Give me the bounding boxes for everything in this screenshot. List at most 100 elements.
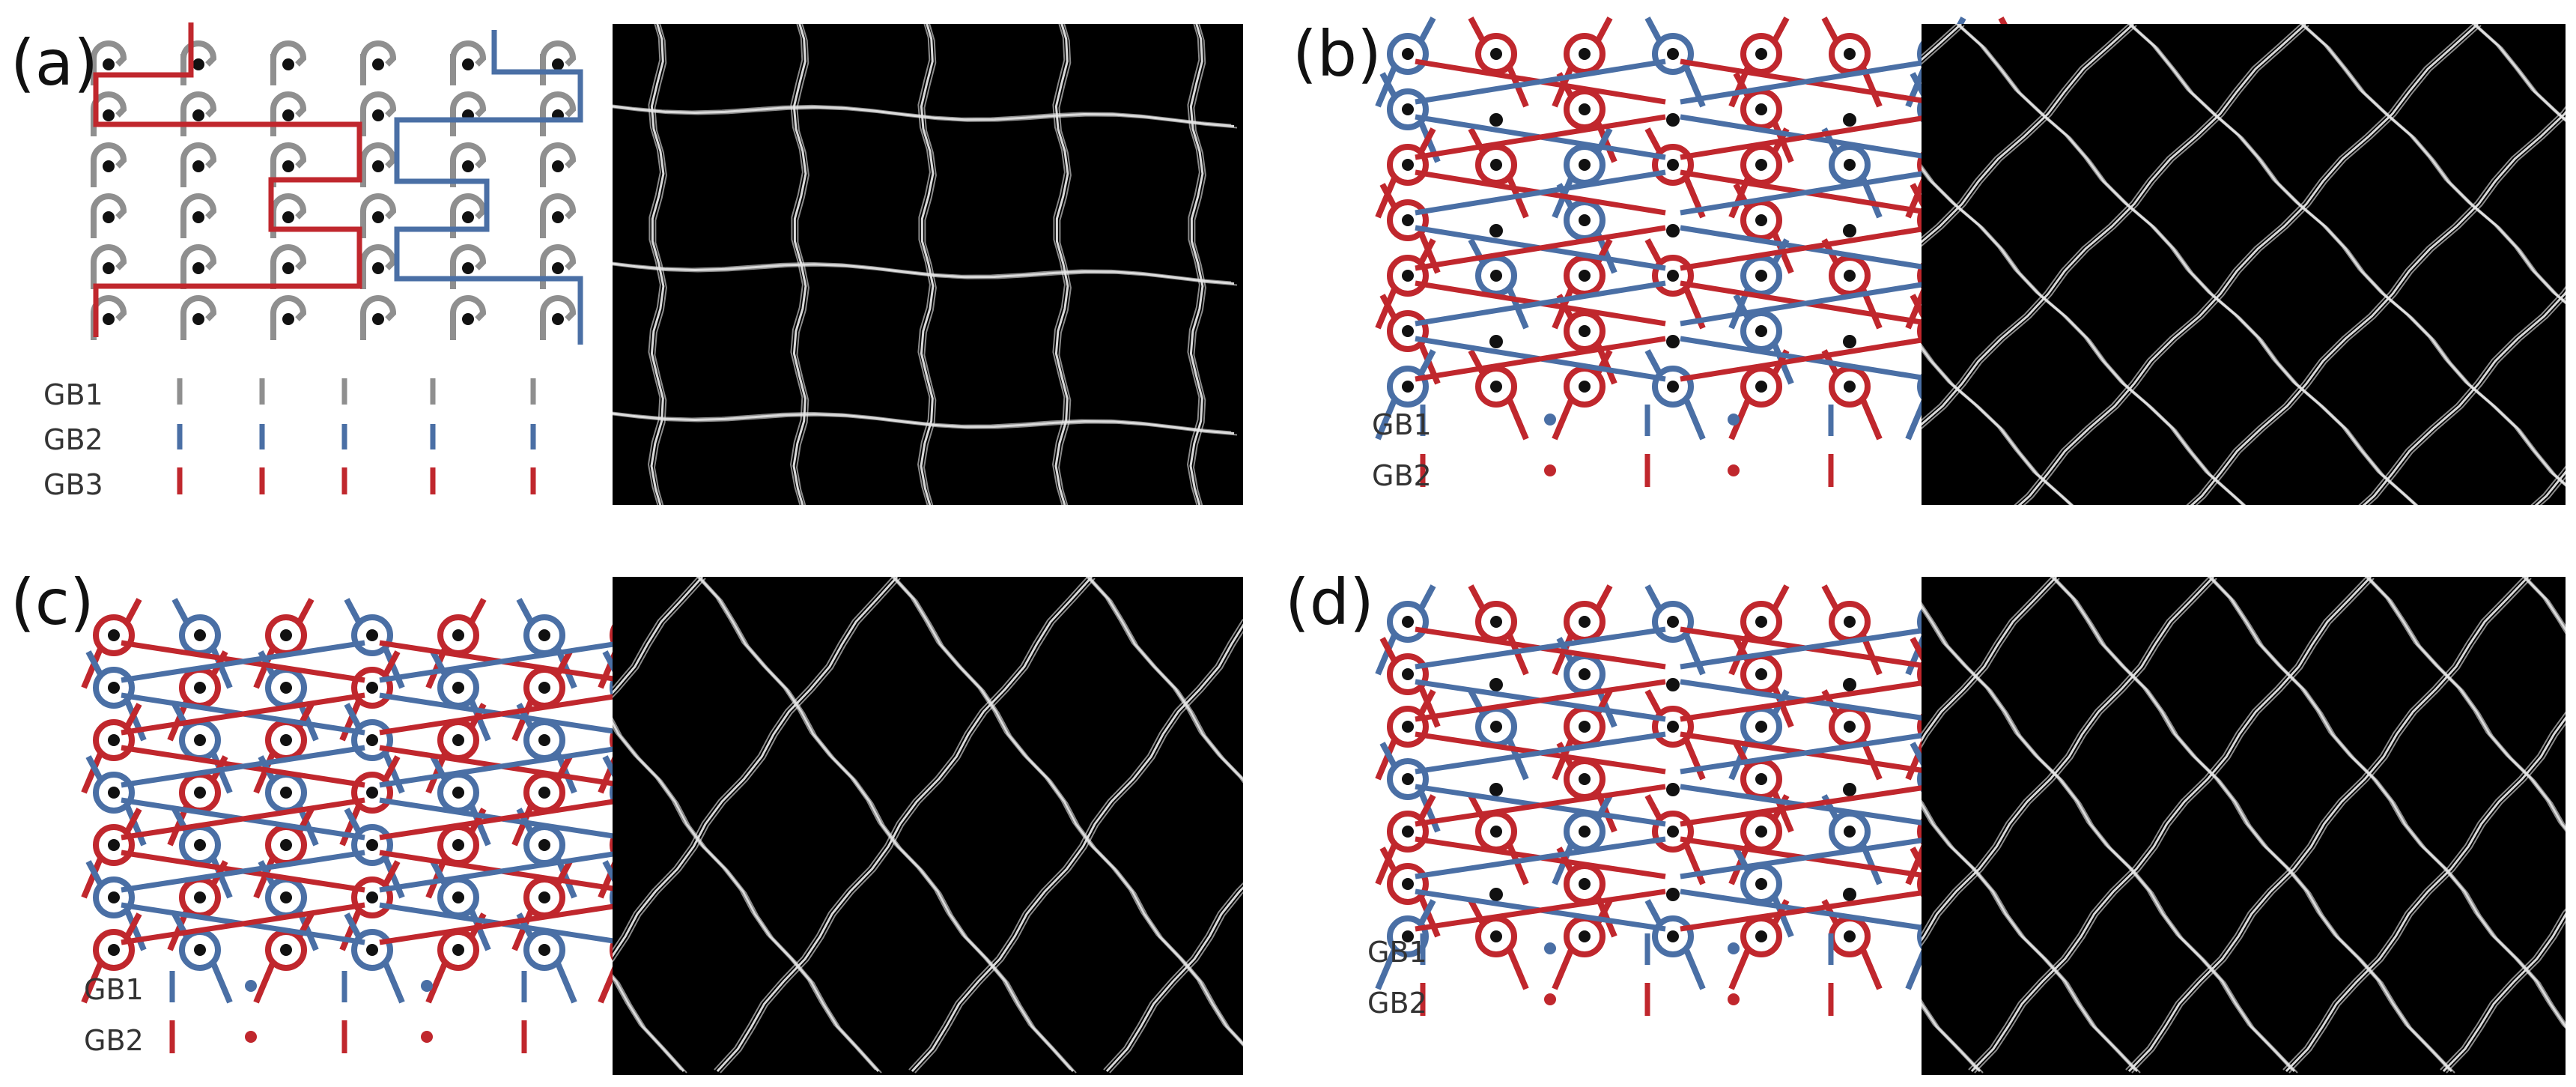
fiber-filament — [2125, 577, 2525, 1071]
yarn-tail — [1728, 634, 1751, 676]
fiber-filament — [696, 577, 1071, 1071]
diagonal-yarn — [379, 797, 624, 841]
fiber-filament — [613, 578, 706, 699]
gb2-legend-dot — [1728, 464, 1740, 476]
red-loop-icon — [1375, 794, 1436, 885]
fiber-filament — [697, 577, 1075, 1073]
diagonal-yarn — [121, 745, 365, 788]
hook-stroke — [180, 295, 217, 340]
diagonal-yarn — [1415, 836, 1666, 879]
panel-b-gb1-label: GB1 — [1372, 408, 1432, 441]
yarn-tail — [344, 703, 362, 728]
diagonal-yarn — [1415, 58, 1666, 105]
yarn-tail — [85, 755, 103, 781]
hook-stroke — [270, 244, 307, 289]
needle-dot — [192, 109, 204, 121]
needle-dot — [282, 58, 294, 70]
fiber-filament — [1922, 578, 2217, 947]
needle-dot — [1402, 270, 1414, 282]
needle-dot — [1666, 113, 1680, 127]
needle-dot — [280, 891, 292, 903]
fiber-filament — [1922, 25, 2309, 430]
fiber-filament — [2299, 24, 2566, 305]
needle-dot — [452, 734, 464, 746]
diagonal-fiber-strand — [1922, 24, 1965, 65]
needle-dot — [280, 839, 292, 851]
hook-stroke — [360, 193, 397, 238]
yarn-tail — [1595, 686, 1617, 728]
needle-dot — [552, 211, 564, 223]
lapping-hook-icon — [540, 244, 577, 289]
diagonal-fiber-strand — [2014, 24, 2482, 505]
needle-dot — [452, 787, 464, 799]
needle-dot — [1755, 826, 1767, 838]
fiber-filament — [653, 24, 667, 505]
fiber-filament — [2050, 577, 2449, 1071]
yarn-tail — [383, 860, 401, 885]
yarn-tail — [167, 805, 189, 847]
yarn-tail — [124, 909, 147, 951]
vertical-wale-strand — [1186, 24, 1206, 505]
fiber-filament — [1054, 24, 1069, 505]
fiber-filament — [701, 578, 1077, 1074]
needle-dot — [1844, 721, 1856, 733]
yarn-tail — [1468, 584, 1486, 610]
yarn-tail — [1375, 739, 1397, 781]
yarn-tail — [81, 647, 103, 689]
needle-dot — [1490, 270, 1502, 282]
needle-dot — [282, 313, 294, 325]
hook-stroke — [180, 193, 217, 238]
needle-dot — [1843, 335, 1856, 348]
red-loop-icon — [81, 703, 142, 794]
diagonal-fiber-strand — [613, 717, 882, 1074]
needle-dot — [1489, 224, 1503, 237]
diagonal-fiber-strand — [2186, 106, 2566, 505]
fiber-filament — [647, 24, 661, 505]
yarn-tail — [85, 860, 103, 885]
lapping-hook-icon — [360, 40, 397, 85]
yarn-tail — [124, 703, 142, 728]
fiber-filament — [1922, 577, 2211, 936]
lapping-hook-icon — [360, 142, 397, 187]
needle-dot — [1755, 325, 1767, 337]
hook-stroke — [450, 91, 487, 136]
gb1-legend-dot — [1544, 414, 1556, 426]
needle-dot — [108, 839, 120, 851]
loop-ring — [1652, 811, 1694, 853]
needle-dot — [552, 58, 564, 70]
fiber-filament — [720, 578, 1096, 1074]
yarn-tail — [1595, 16, 1613, 42]
needle-dot — [1402, 826, 1414, 838]
needle-dot — [372, 262, 384, 274]
fiber-filament — [1922, 343, 2074, 505]
diagonal-yarn — [379, 850, 624, 893]
yarn-tail — [1860, 739, 1883, 781]
needle-dot — [552, 313, 564, 325]
needle-dot — [1490, 721, 1502, 733]
diagonal-yarn — [1415, 169, 1666, 216]
yarn-tail — [1379, 637, 1397, 662]
gb2-legend-dot — [1728, 993, 1740, 1005]
needle-dot — [1755, 214, 1767, 226]
red-loop-icon — [1375, 238, 1436, 330]
fiber-filament — [613, 106, 1238, 129]
needle-dot — [1579, 930, 1591, 942]
yarn-tail — [1375, 177, 1397, 219]
blue-loop-icon — [171, 598, 233, 689]
fiber-filament — [911, 623, 1243, 1073]
yarn-tail — [171, 598, 189, 623]
needle-dot — [1843, 224, 1856, 237]
lapping-hook-icon — [540, 40, 577, 85]
yarn-tail — [1375, 634, 1397, 676]
blue-loop-icon — [1375, 16, 1436, 108]
needle-dot — [192, 160, 204, 172]
gb2-inlay-path — [394, 30, 583, 345]
diagonal-yarn — [1415, 888, 1666, 932]
hook-stroke — [180, 91, 217, 136]
blue-loop-icon — [344, 703, 405, 794]
hook-stroke — [540, 91, 577, 136]
needle-dot — [282, 160, 294, 172]
panel-c-fabric-photo — [613, 577, 1243, 1075]
panel-label-a: (a) — [10, 26, 99, 100]
red-loop-icon — [339, 650, 401, 742]
